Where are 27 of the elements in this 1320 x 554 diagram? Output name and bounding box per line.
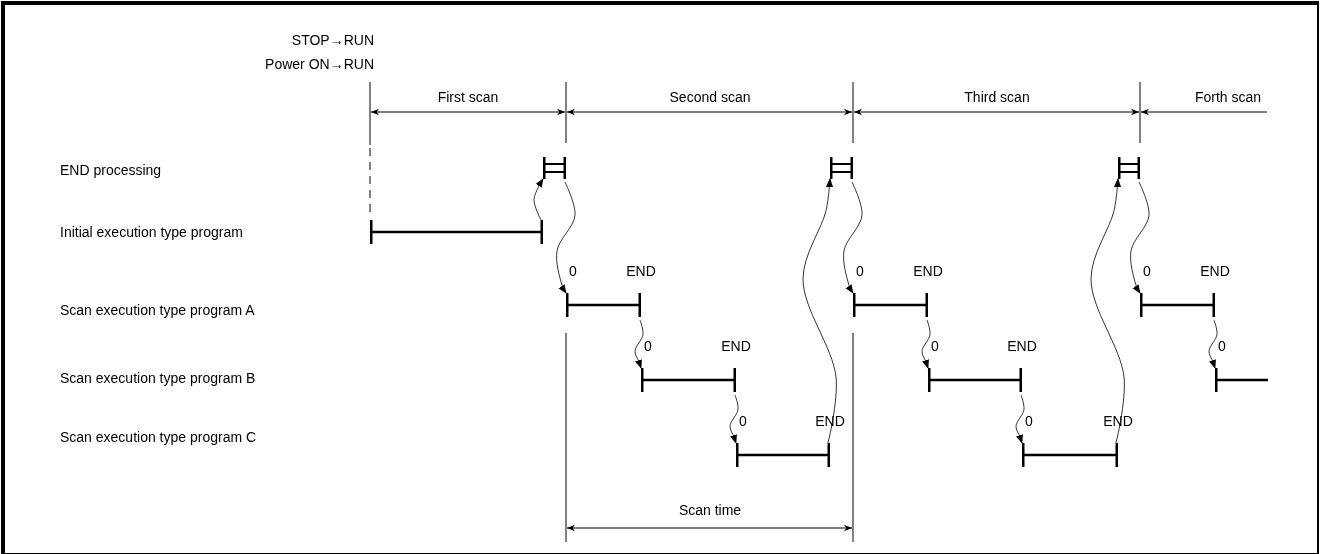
dimension-label: Forth scan: [1194, 89, 1262, 105]
end-step-label: END: [1200, 263, 1230, 279]
dimension-label: First scan: [437, 89, 499, 105]
start-step-label: 0: [856, 263, 864, 279]
row-label: Initial execution type program: [60, 224, 243, 240]
end-step-label: END: [1007, 338, 1037, 354]
row-label: Scan execution type program C: [60, 429, 257, 445]
start-step-label: 0: [569, 263, 577, 279]
end-step-label: END: [626, 263, 656, 279]
start-step-label: 0: [1143, 263, 1151, 279]
dimension-label: Scan time: [678, 502, 742, 518]
state-transition-label: STOP→RUN: [291, 32, 374, 48]
start-step-label: 0: [1218, 338, 1226, 354]
end-step-label: END: [1103, 413, 1133, 429]
row-label: Scan execution type program A: [60, 302, 255, 318]
dimension-label: Second scan: [669, 89, 751, 105]
end-step-label: END: [721, 338, 751, 354]
start-step-label: 0: [644, 338, 652, 354]
end-step-label: END: [913, 263, 943, 279]
row-label: END processing: [60, 162, 162, 178]
dimension-label: Third scan: [964, 89, 1030, 105]
row-label: Scan execution type program B: [60, 370, 256, 386]
start-step-label: 0: [931, 338, 939, 354]
start-step-label: 0: [1025, 413, 1033, 429]
state-transition-label: Power ON→RUN: [265, 56, 374, 72]
end-step-label: END: [815, 413, 845, 429]
start-step-label: 0: [739, 413, 747, 429]
